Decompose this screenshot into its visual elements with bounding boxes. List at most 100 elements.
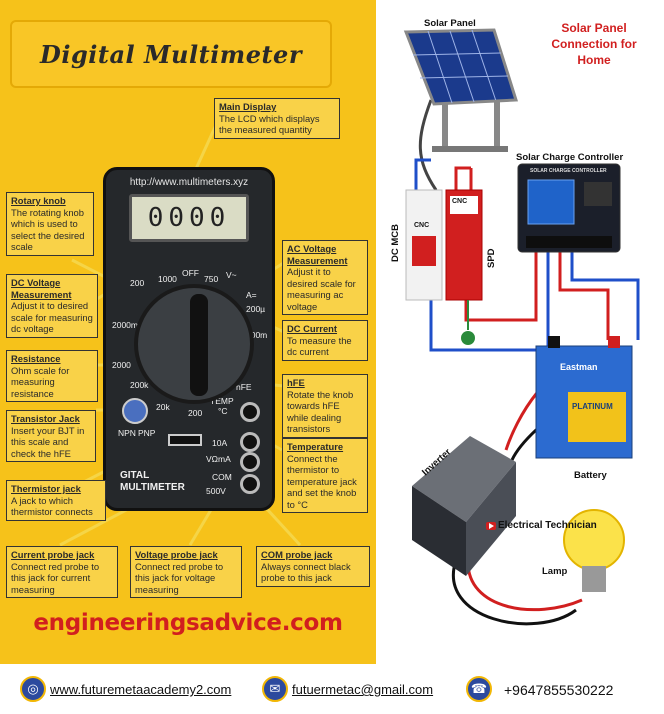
dial-label-adc: A= — [246, 290, 257, 300]
wire-controller-battery-red — [558, 250, 610, 340]
meter-brand-line1: GITAL — [120, 470, 150, 481]
callout-temperature: Temperature Connect the thermistor to te… — [282, 438, 368, 513]
callout-title: Transistor Jack — [11, 413, 80, 424]
callout-title: Temperature — [287, 441, 344, 452]
solar-diagram — [403, 28, 640, 626]
panel-cable — [418, 99, 438, 191]
solar-title-line2: Connection for Home — [551, 37, 637, 67]
dial-label-temp: TEMP — [210, 396, 234, 406]
controller-header: SOLAR CHARGE CONTROLLER — [530, 168, 607, 174]
callout-body: Always connect black probe to this jack — [261, 560, 351, 584]
callout-body: Connect red probe to this jack for curre… — [11, 560, 100, 595]
dial-label-off: OFF — [182, 268, 199, 278]
transistor-jack — [122, 398, 148, 424]
solar-panel-graphic — [403, 28, 519, 152]
callout-current-probe: Current probe jack Connect red probe to … — [6, 546, 118, 598]
jack-label-500v: 500V — [206, 486, 226, 496]
callout-title: Resistance — [11, 353, 61, 364]
wire-panel-red — [454, 166, 471, 190]
dial-label-vac: V~ — [226, 270, 237, 280]
jack-label-vohm: VΩmA — [206, 454, 231, 464]
dial-label-npn: NPN — [118, 428, 136, 438]
callout-hfe: hFE Rotate the knob towards hFE while de… — [282, 374, 368, 438]
rotary-knob[interactable] — [190, 294, 208, 396]
callout-rotary-knob: Rotary knob The rotating knob which is u… — [6, 192, 94, 256]
multimeter-title: Digital Multimeter — [40, 39, 302, 69]
voltage-jack — [240, 452, 260, 472]
dial-label-200-ohm: 200 — [188, 408, 203, 418]
multimeter-panel: Digital Multimeter http://www.multimeter… — [0, 0, 376, 664]
mcb-brand: CNC — [414, 222, 430, 229]
dial-label-pnp: PNP — [138, 428, 156, 438]
callout-ac-voltage: AC Voltage Measurement Adjust it to desi… — [282, 240, 368, 315]
spd-label: SPD — [486, 248, 497, 268]
com-jack — [240, 474, 260, 494]
website-link[interactable]: www.futuremetaacademy2.com — [50, 682, 232, 697]
engineeringsadvice-brand: engineeringsadvice.com — [33, 610, 343, 636]
callout-title: Voltage probe jack — [135, 549, 218, 560]
multimeter-title-box: Digital Multimeter — [10, 20, 332, 88]
phone-icon: ☎ — [466, 676, 492, 702]
spd-graphic — [445, 189, 483, 301]
inverter-graphic — [412, 436, 516, 576]
battery-model: PLATINUM — [572, 402, 613, 411]
battery-brand: Eastman — [560, 362, 598, 372]
phone-number[interactable]: +9647855530222 — [504, 682, 614, 698]
callout-title: DC Current — [287, 323, 338, 334]
callout-com-probe: COM probe jack Always connect black prob… — [256, 546, 370, 587]
hfe-slot — [168, 434, 202, 446]
callout-title: Current probe jack — [11, 549, 95, 560]
dc-mcb-graphic — [405, 189, 443, 301]
charge-controller-graphic — [517, 163, 621, 253]
electrical-technician-watermark: Electrical Technician — [486, 520, 597, 531]
wire-inverter-lamp-black — [452, 559, 577, 626]
callout-title: AC Voltage Measurement — [287, 243, 348, 266]
callout-thermistor-jack: Thermistor jack A jack to which thermist… — [6, 480, 106, 521]
callout-body: Insert your BJT in this scale and check … — [11, 424, 85, 459]
callout-voltage-probe: Voltage probe jack Connect red probe to … — [130, 546, 242, 598]
lamp-graphic — [563, 509, 625, 592]
meter-url: http://www.multimeters.xyz — [129, 177, 249, 188]
wire-mcb-controller-red — [464, 250, 538, 322]
temperature-jack — [240, 402, 260, 422]
dial-label-celsius: °C — [218, 406, 228, 416]
dial-label-200: 200 — [130, 278, 145, 288]
contact-footer: ◎ www.futuremetaacademy2.com ✉ futuermet… — [0, 664, 664, 714]
battery-label: Battery — [574, 470, 607, 481]
dial-label-1000: 1000 — [158, 274, 177, 284]
wire-panel-blue — [414, 158, 431, 190]
globe-icon: ◎ — [20, 676, 46, 702]
email-link[interactable]: futuermetac@gmail.com — [292, 682, 434, 697]
multimeter-body: http://www.multimeters.xyz 0000 OFF 750 … — [103, 167, 275, 511]
callout-body: To measure the dc current — [287, 334, 352, 358]
callout-body: Adjust it to desired scale for measuring… — [11, 300, 93, 334]
wire-inverter-lamp-red — [466, 559, 583, 612]
meter-brand: GITAL MULTIMETER — [120, 470, 185, 494]
dial-label-20k: 20k — [156, 402, 170, 412]
callout-title: hFE — [287, 377, 305, 388]
solar-panel-label: Solar Panel — [424, 18, 476, 29]
rotary-dial[interactable] — [134, 284, 254, 404]
callout-resistance: Resistance Ohm scale for measuring resis… — [6, 350, 98, 402]
spd-brand: CNC — [452, 198, 468, 205]
dial-label-750: 750 — [204, 274, 219, 284]
callout-dc-current: DC Current To measure the dc current — [282, 320, 368, 361]
jack-label-com: COM — [212, 472, 232, 482]
play-icon — [486, 521, 496, 530]
callout-title: Main Display — [219, 101, 277, 112]
callout-body: Connect red probe to this jack for volta… — [135, 560, 224, 595]
dial-label-2000m: 2000m — [112, 320, 138, 330]
charge-controller-label: Solar Charge Controller — [516, 152, 624, 163]
dc-mcb-label: DC MCB — [390, 224, 401, 262]
wire-mcb-controller-blue — [429, 250, 550, 352]
callout-transistor-jack: Transistor Jack Insert your BJT in this … — [6, 410, 96, 462]
callout-dc-voltage: DC Voltage Measurement Adjust it to desi… — [6, 274, 98, 338]
dial-label-200m: 200m — [246, 330, 268, 340]
callout-body: The LCD which displays the measured quan… — [219, 112, 320, 136]
callout-title: DC Voltage Measurement — [11, 277, 72, 300]
meter-brand-line2: MULTIMETER — [120, 482, 185, 493]
solar-title-line1: Solar Panel — [561, 21, 627, 35]
lamp-label: Lamp — [542, 566, 568, 577]
jack-label-10a: 10A — [212, 438, 228, 448]
callout-title: COM probe jack — [261, 549, 333, 560]
